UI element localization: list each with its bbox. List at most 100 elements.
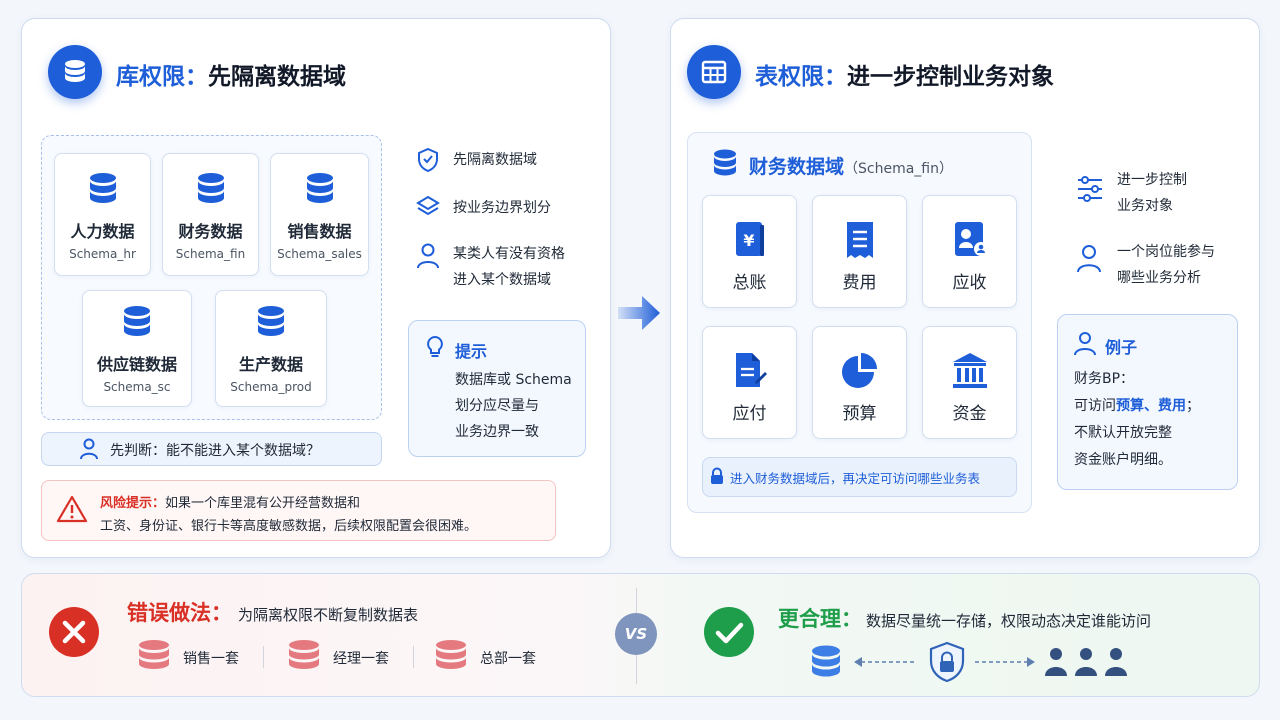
example-line-2: 可访问预算、费用；: [1074, 393, 1200, 419]
separator: [263, 646, 264, 668]
right-feature-3: 一个岗位能参与: [1117, 244, 1215, 260]
tip-box: [408, 320, 586, 457]
db-schema: Schema_sales: [277, 247, 362, 261]
pie-chart-icon: [841, 351, 879, 395]
database-icon: [88, 172, 118, 210]
db-schema: Schema_fin: [175, 247, 246, 261]
right-desc: 数据尽量统一存储，权限动态决定谁能访问: [866, 612, 1152, 630]
copy-manager: 经理一套: [333, 651, 389, 667]
table-tile-expense: 费用: [812, 195, 907, 308]
database-icon: [196, 172, 226, 210]
right-feature-2: 业务对象: [1117, 198, 1173, 214]
tile-label: 应付: [732, 404, 767, 424]
database-icon: [305, 172, 335, 210]
check-circle-icon: [703, 606, 755, 662]
title-main: 进一步控制业务对象: [847, 64, 1054, 90]
tip-line-3: 业务边界一致: [455, 424, 539, 440]
document-edit-icon: [732, 351, 768, 395]
wrong-desc: 为隔离权限不断复制数据表: [238, 606, 419, 624]
database-icon: [810, 644, 842, 684]
vs-text: VS: [624, 625, 648, 643]
right-feature-4: 哪些业务分析: [1117, 270, 1201, 286]
domain-title: 财务数据域（Schema_fin）: [749, 152, 953, 179]
example-line-4: 资金账户明细。: [1074, 452, 1172, 468]
library-permission-title: 库权限：先隔离数据域: [116, 57, 346, 91]
feature-boundary: 按业务边界划分: [453, 200, 551, 216]
risk-label: 风险提示：: [100, 496, 166, 511]
dashed-arrow-left: [853, 654, 919, 673]
right-title: 更合理：: [778, 607, 862, 631]
example-title: 例子: [1105, 338, 1138, 357]
tile-label: 总账: [732, 273, 767, 293]
users-group-icon: [1044, 646, 1130, 682]
db-name: 财务数据: [178, 222, 243, 241]
domain-note-bar: [702, 457, 1017, 497]
receipt-icon: [844, 220, 876, 264]
db-schema: Schema_sc: [103, 380, 171, 394]
title-accent: 库权限：: [116, 64, 208, 90]
user-icon: [1076, 244, 1102, 278]
db-name: 供应链数据: [96, 355, 177, 374]
domain-note-text: 进入财务数据域后，再决定可访问哪些业务表: [730, 471, 981, 486]
table-tile-funds: 资金: [922, 326, 1017, 439]
red-database-icon: [287, 639, 321, 677]
right-approach-title: 更合理：数据尽量统一存储，权限动态决定谁能访问: [778, 603, 1151, 633]
db-card-hr: 人力数据 Schema_hr: [54, 153, 151, 276]
feature-isolate: 先隔离数据域: [453, 152, 537, 168]
feature-qualify-1: 某类人有没有资格: [453, 246, 565, 262]
table-tile-general-ledger: ¥ 总账: [702, 195, 797, 308]
judge-bar: [41, 432, 382, 466]
tip-line-2: 划分应尽量与: [455, 398, 539, 414]
db-card-sc: 供应链数据 Schema_sc: [82, 290, 192, 407]
db-card-fin: 财务数据 Schema_fin: [162, 153, 259, 276]
db-schema: Schema_hr: [69, 247, 136, 261]
copy-sales: 销售一套: [183, 651, 239, 667]
tile-label: 资金: [952, 404, 987, 424]
warning-icon: [56, 494, 88, 528]
example-suffix: ；: [1186, 398, 1200, 414]
example-line-1: 财务BP：: [1074, 371, 1135, 387]
user-icon: [415, 242, 441, 274]
red-database-icon: [137, 639, 171, 677]
db-card-sales: 销售数据 Schema_sales: [270, 153, 369, 276]
user-icon: [78, 437, 100, 465]
lightbulb-icon: [425, 335, 445, 365]
db-schema: Schema_prod: [230, 380, 312, 394]
tile-label: 费用: [842, 273, 877, 293]
risk-line-2: 工资、身份证、银行卡等高度敏感数据，后续权限配置会很困难。: [100, 519, 478, 534]
database-icon-badge: [48, 45, 102, 99]
tip-line-1: 数据库或 Schema: [455, 372, 572, 388]
vs-badge: VS: [615, 613, 657, 655]
example-prefix: 可访问: [1074, 398, 1116, 414]
table-icon-badge: [687, 45, 741, 99]
db-name: 人力数据: [70, 222, 135, 241]
ledger-icon: ¥: [733, 220, 767, 264]
db-name: 销售数据: [287, 222, 352, 241]
tile-label: 预算: [842, 404, 877, 424]
table-tile-receivable: 应收: [922, 195, 1017, 308]
judge-text: 先判断：能不能进入某个数据域？: [110, 443, 320, 459]
risk-line-1: 风险提示：如果一个库里混有公开经营数据和: [100, 492, 360, 511]
feature-qualify-2: 进入某个数据域: [453, 272, 551, 288]
title-main: 先隔离数据域: [208, 64, 346, 90]
risk-text-1: 如果一个库里混有公开经营数据和: [165, 496, 361, 511]
wrong-title: 错误做法：: [127, 601, 232, 625]
right-feature-1: 进一步控制: [1117, 172, 1187, 188]
example-line-3: 不默认开放完整: [1074, 425, 1172, 441]
error-x-icon: [48, 606, 100, 662]
tip-title: 提示: [455, 342, 488, 361]
title-accent: 表权限：: [755, 64, 847, 90]
sliders-icon: [1076, 174, 1104, 208]
shield-lock-icon: [927, 641, 967, 687]
layers-icon: [415, 194, 441, 224]
shield-check-icon: [415, 147, 441, 177]
table-tile-budget: 预算: [812, 326, 907, 439]
dashed-arrow-right: [974, 654, 1036, 673]
tile-label: 应收: [952, 273, 987, 293]
domain-schema: （Schema_fin）: [844, 161, 953, 177]
database-icon: [712, 148, 738, 182]
svg-text:¥: ¥: [743, 231, 754, 250]
contact-card-icon: [952, 220, 988, 264]
table-permission-title: 表权限：进一步控制业务对象: [755, 57, 1054, 91]
arrow-right-icon: [616, 290, 662, 340]
